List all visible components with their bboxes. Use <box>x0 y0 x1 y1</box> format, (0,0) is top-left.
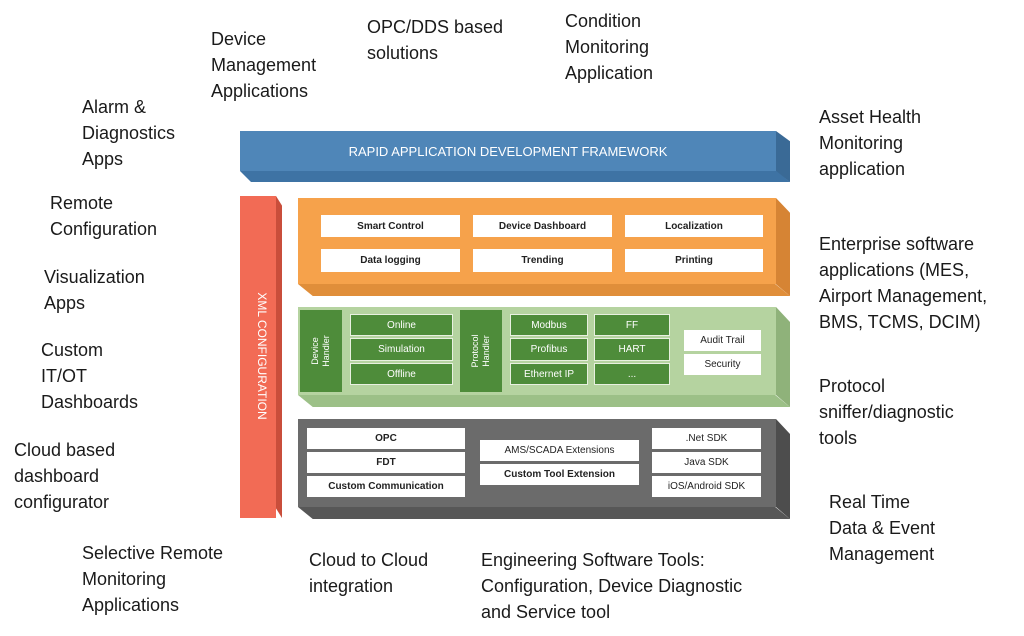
opc-box: OPC <box>307 428 465 449</box>
smart-control-box: Smart Control <box>321 215 460 237</box>
label-visualization: Visualization Apps <box>44 267 145 313</box>
data-logging-box: Data logging <box>321 249 460 272</box>
custom-communication-box: Custom Communication <box>307 476 465 497</box>
application-layer <box>298 198 790 296</box>
label-enterprise: Enterprise software applications (MES, A… <box>819 234 988 332</box>
xml-configuration-label: XML CONFIGURATION <box>255 292 269 420</box>
java-sdk-box: Java SDK <box>652 452 761 473</box>
device-handler-label: Device Handler <box>310 335 331 367</box>
label-selective-remote: Selective Remote Monitoring Applications <box>82 543 224 615</box>
device-dashboard-box: Device Dashboard <box>473 215 612 237</box>
trending-box: Trending <box>473 249 612 272</box>
protocol-handler-panel <box>460 310 502 392</box>
label-condition-monitoring: Condition Monitoring Application <box>565 11 654 83</box>
rapid-framework-bar: RAPID APPLICATION DEVELOPMENT FRAMEWORK <box>240 131 790 182</box>
simulation-box: Simulation <box>350 338 453 361</box>
audit-trail-box: Audit Trail <box>684 330 761 351</box>
rapid-framework-label: RAPID APPLICATION DEVELOPMENT FRAMEWORK <box>348 143 668 159</box>
device-handler-panel <box>300 310 342 392</box>
localization-box: Localization <box>625 215 763 237</box>
label-real-time: Real Time Data & Event Management <box>829 492 936 564</box>
label-device-management: Device Management Applications <box>211 29 317 101</box>
security-box: Security <box>684 354 761 375</box>
label-cloud-dashboard: Cloud based dashboard configurator <box>14 440 116 512</box>
label-protocol-sniffer: Protocol sniffer/diagnostic tools <box>819 376 954 448</box>
printing-box: Printing <box>625 249 763 272</box>
label-remote-configuration: Remote Configuration <box>50 193 158 239</box>
ios-android-sdk-box: iOS/Android SDK <box>652 476 761 497</box>
label-asset-health: Asset Health Monitoring application <box>819 107 922 179</box>
profibus-box: Profibus <box>510 338 588 361</box>
modbus-box: Modbus <box>510 314 588 336</box>
offline-box: Offline <box>350 363 453 385</box>
label-engineering-tools: Engineering Software Tools: Configuratio… <box>481 550 743 622</box>
net-sdk-box: .Net SDK <box>652 428 761 449</box>
ams-scada-box: AMS/SCADA Extensions <box>480 440 639 461</box>
protocol-handler-label: Protocol Handler <box>470 334 491 368</box>
label-opc-dds: OPC/DDS based solutions <box>367 17 504 63</box>
xml-configuration-bar: XML CONFIGURATION <box>240 196 282 518</box>
custom-tool-extension-box: Custom Tool Extension <box>480 464 639 485</box>
fdt-box: FDT <box>307 452 465 473</box>
label-custom-dashboards: Custom IT/OT Dashboards <box>41 340 139 412</box>
ff-box: FF <box>594 314 670 336</box>
more-protocols-box: ... <box>594 363 670 385</box>
label-cloud-to-cloud: Cloud to Cloud integration <box>309 550 429 596</box>
hart-box: HART <box>594 338 670 361</box>
online-box: Online <box>350 314 453 336</box>
ethernet-ip-box: Ethernet IP <box>510 363 588 385</box>
label-alarm-diagnostics: Alarm & Diagnostics Apps <box>82 97 176 169</box>
